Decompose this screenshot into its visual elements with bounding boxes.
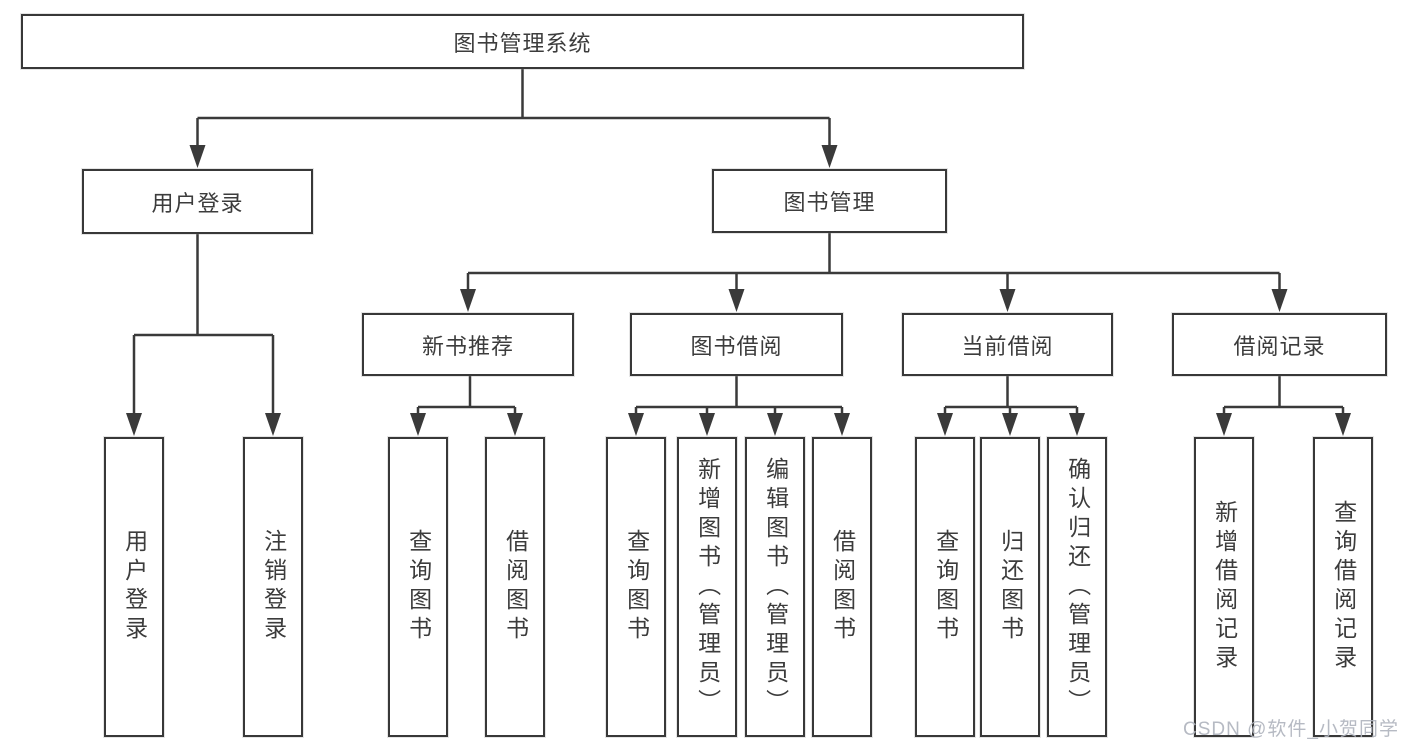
leaf-newbook-query-books: 查询图书: [388, 437, 448, 737]
leaf-borrow-query-books: 查询图书: [606, 437, 666, 737]
connector-new-book: [416, 376, 517, 416]
leaf-newbook-borrow-books: 借阅图书: [485, 437, 545, 737]
node-borrowing-records: 借阅记录: [1172, 313, 1387, 376]
leaf-user-login: 用户登录: [104, 437, 164, 737]
leaf-logout: 注销登录: [243, 437, 303, 737]
node-book-management: 图书管理: [712, 169, 947, 233]
leaf-confirm-return-admin: 确认归还（管理员）: [1047, 437, 1107, 737]
leaf-add-books-admin: 新增图书（管理员）: [677, 437, 737, 737]
connector-borrow-records: [1222, 376, 1345, 416]
arrowheads: [126, 145, 1351, 436]
connector-current-borrow: [943, 376, 1079, 416]
node-root: 图书管理系统: [21, 14, 1024, 69]
leaf-query-borrow-record: 查询借阅记录: [1313, 437, 1373, 737]
node-user-login: 用户登录: [82, 169, 313, 234]
leaf-current-query-books: 查询图书: [915, 437, 975, 737]
leaf-borrow-books: 借阅图书: [812, 437, 872, 737]
node-book-borrowing: 图书借阅: [630, 313, 843, 376]
connector-book-borrow: [634, 376, 844, 416]
node-current-borrowing: 当前借阅: [902, 313, 1113, 376]
node-new-book-recommendation: 新书推荐: [362, 313, 574, 376]
connector-root: [196, 69, 831, 148]
leaf-return-books: 归还图书: [980, 437, 1040, 737]
csdn-watermark: CSDN @软件_小贺同学: [1183, 719, 1399, 740]
connector-user-login: [132, 234, 275, 416]
leaf-edit-books-admin: 编辑图书（管理员）: [745, 437, 805, 737]
connector-book-mgmt: [466, 233, 1281, 292]
leaf-add-borrow-record: 新增借阅记录: [1194, 437, 1254, 737]
